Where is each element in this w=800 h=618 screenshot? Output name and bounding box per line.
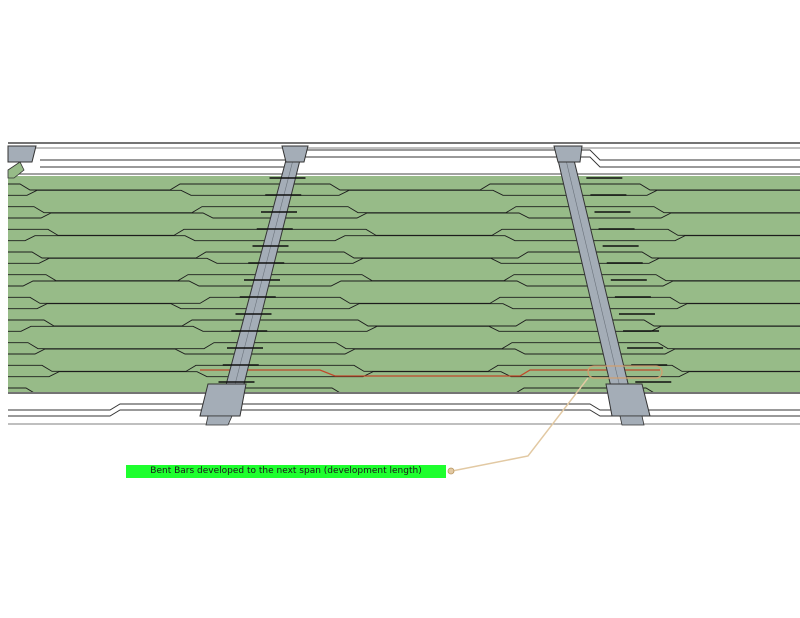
rebar-line — [8, 280, 800, 287]
column-cap-top-mid — [281, 145, 309, 163]
rebar-line — [8, 274, 800, 282]
rebar-line — [8, 319, 800, 327]
highlighted-bent-bar — [200, 369, 660, 377]
top-beam-strip — [8, 142, 800, 178]
column-cap-top-right — [553, 145, 583, 163]
dot-marker-icon — [447, 467, 455, 475]
rebar-line — [8, 228, 800, 236]
callout-leader-line — [451, 377, 589, 472]
rebar-line — [8, 296, 800, 304]
rebar-line — [8, 235, 800, 242]
rebar-line — [8, 364, 800, 372]
rebar-line — [8, 348, 800, 355]
rebar-line — [8, 212, 800, 219]
rebar-line — [8, 342, 800, 350]
slab-panel — [8, 176, 800, 394]
rebar-line — [8, 183, 800, 191]
column-cap-bottom-right — [605, 383, 651, 426]
column-cap-bottom-left — [199, 383, 247, 426]
support-top-bars — [218, 177, 672, 383]
callout-label: Bent Bars developed to the next span (de… — [126, 465, 446, 478]
rebar-line — [8, 371, 800, 378]
ellipse-highlight-icon — [587, 365, 663, 379]
column-cap-top-left — [7, 145, 37, 179]
rebar-line — [8, 189, 800, 196]
rebar-line — [8, 303, 800, 310]
bottom-beam-strip — [8, 392, 800, 425]
rebar-line — [8, 206, 800, 214]
rebar-line — [8, 257, 800, 264]
rebar-line — [8, 251, 800, 259]
rebar-lines — [8, 183, 800, 395]
